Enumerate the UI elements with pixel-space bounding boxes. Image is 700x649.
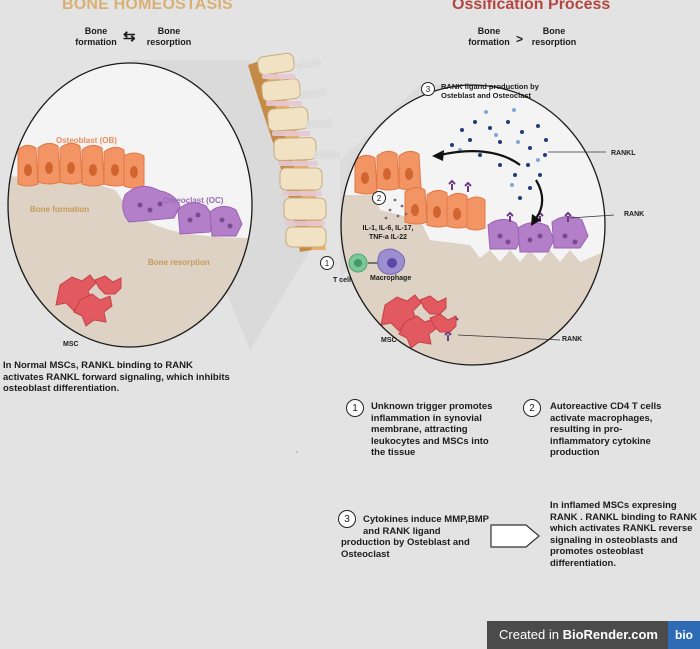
t-cell xyxy=(348,253,368,273)
curved-arrow-to-osteoblast xyxy=(439,150,521,166)
left-bone-formation-label: Bone formation xyxy=(30,205,90,214)
left-osteoblast-label: Osteoblast (OB) xyxy=(56,136,117,145)
cytokine-dots xyxy=(384,198,408,220)
step1-number-badge: 1 xyxy=(346,399,364,417)
left-note: In Normal MSCs, RANKL binding to RANK ac… xyxy=(3,360,230,394)
step2-number-badge-inner: 2 xyxy=(372,191,386,205)
left-formation-label: Bone formation xyxy=(75,26,117,47)
right-msc-label: MSC xyxy=(381,337,397,344)
right-resorption-label: Bone resorption xyxy=(531,26,577,47)
footer-created-in: Created in xyxy=(499,627,563,642)
right-circle xyxy=(340,84,606,366)
step3-text-body: Cytokines induce MMP,BMP and RANK ligand… xyxy=(341,514,489,560)
right-msc-cells xyxy=(380,294,457,349)
macrophage-label: Macrophage xyxy=(370,275,412,282)
left-title: BONE HOMEOSTASIS xyxy=(62,0,233,13)
curved-arrow-to-osteoclast xyxy=(534,179,544,221)
step1-text: Unknown trigger promotes inflammation in… xyxy=(371,401,493,458)
spine-illustration xyxy=(248,52,340,252)
left-msc-cells xyxy=(55,274,122,327)
macrophage xyxy=(377,248,406,275)
rank-ligand-production-label: RANK ligand production by Osteblast and … xyxy=(441,82,539,100)
right-title: Ossification Process xyxy=(452,0,611,13)
greater-than-icon: > xyxy=(516,32,524,46)
cytokines-label: IL-1, IL-6, IL-17, TNF-a IL-22 xyxy=(362,225,414,241)
left-msc-label: MSC xyxy=(63,341,79,348)
step2-number-badge: 2 xyxy=(523,399,541,417)
footer-text: Created in BioRender.com xyxy=(499,627,658,642)
step3-number-badge-top: 3 xyxy=(421,82,435,96)
next-arrow-shape xyxy=(490,524,540,548)
biorender-footer[interactable]: Created in BioRender.com bio xyxy=(487,621,700,649)
tcell-label: T cell xyxy=(333,277,351,284)
left-bone-resorption-label: Bone resorption xyxy=(148,258,210,267)
step2-text: Autoreactive CD4 T cells activate macrop… xyxy=(550,401,662,458)
swap-arrows-icon: ⇆ xyxy=(123,28,136,45)
step1-number-badge-inner: 1 xyxy=(320,256,334,270)
rank-label-top: RANK xyxy=(624,211,645,218)
left-osteoclast-label: Osteoclast (OC) xyxy=(163,196,224,205)
rankl-label: RANKL xyxy=(611,150,636,157)
left-resorption-label: Bone resorption xyxy=(146,26,192,47)
rank-pointer-line xyxy=(569,214,615,219)
right-formation-label: Bone formation xyxy=(468,26,510,47)
rank-label-bottom: RANK xyxy=(562,336,583,343)
left-circle xyxy=(7,62,253,348)
biorender-logo-icon: bio xyxy=(668,621,700,649)
step3-number-badge: 3 xyxy=(338,510,356,528)
result-text: In inflamed MSCs expresing RANK . RANKL … xyxy=(550,500,698,569)
left-osteoclasts xyxy=(122,185,243,237)
rank-bottom-pointer-line xyxy=(457,334,561,341)
footer-brand: BioRender.com xyxy=(562,627,658,642)
rankl-dots xyxy=(438,120,548,200)
right-osteoclasts xyxy=(487,216,589,253)
